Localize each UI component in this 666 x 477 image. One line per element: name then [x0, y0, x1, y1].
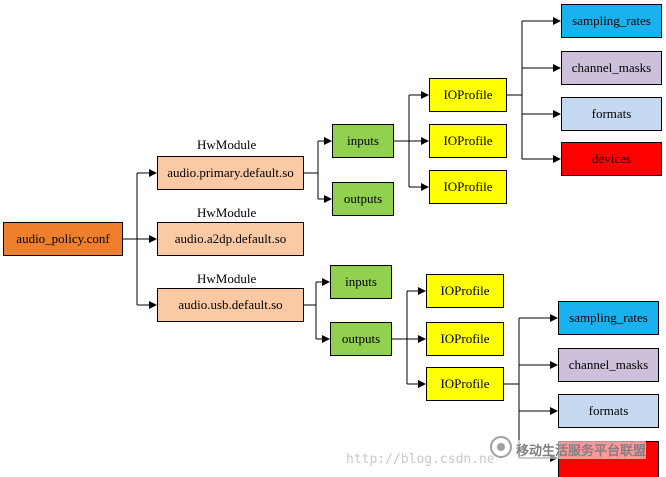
- module-caption-a2dp: HwModule: [197, 205, 257, 220]
- module-primary-box: audio.primary.default.so: [157, 156, 304, 190]
- primary-ioprofile-3-label: IOProfile: [443, 179, 493, 194]
- watermark-logo: [490, 436, 512, 458]
- module-usb-box: audio.usb.default.so: [157, 288, 304, 322]
- usb-ioprofile-2: IOProfile: [426, 322, 504, 356]
- primary-inputs-box: inputs: [332, 124, 394, 158]
- attr-bottom-channel-masks-label: channel_masks: [568, 357, 649, 372]
- usb-ioprofile-3-label: IOProfile: [440, 376, 490, 391]
- usb-ioprofile-3: IOProfile: [426, 367, 504, 401]
- primary-ioprofile-1-label: IOProfile: [443, 87, 493, 102]
- primary-ioprofile-2-label: IOProfile: [443, 133, 493, 148]
- attr-top-formats: formats: [561, 97, 662, 131]
- usb-ioprofile-1-label: IOProfile: [440, 283, 490, 298]
- attr-bottom-channel-masks: channel_masks: [558, 348, 659, 382]
- attr-bottom-sampling-rates-label: sampling_rates: [569, 310, 648, 325]
- module-usb-label: audio.usb.default.so: [178, 297, 283, 312]
- attr-top-devices-label: devices: [592, 151, 631, 166]
- module-a2dp-label: audio.a2dp.default.so: [174, 231, 287, 246]
- usb-outputs-label: outputs: [341, 331, 381, 346]
- primary-outputs-label: outputs: [343, 191, 383, 206]
- primary-ioprofile-3: IOProfile: [429, 170, 507, 204]
- attr-top-sampling-rates-label: sampling_rates: [572, 13, 651, 28]
- root-config-box: audio_policy.conf: [3, 222, 123, 256]
- attr-bottom-sampling-rates: sampling_rates: [558, 301, 659, 335]
- primary-ioprofile-2: IOProfile: [429, 124, 507, 158]
- attr-bottom-formats: formats: [558, 394, 659, 428]
- watermark-logo-text: 移动生活服务平台联盟: [516, 440, 647, 459]
- module-caption-usb: HwModule: [197, 271, 257, 286]
- module-a2dp-box: audio.a2dp.default.so: [157, 222, 304, 256]
- module-primary-label: audio.primary.default.so: [167, 165, 294, 180]
- usb-inputs-label: inputs: [345, 274, 377, 289]
- attr-top-formats-label: formats: [591, 106, 632, 121]
- usb-ioprofile-2-label: IOProfile: [440, 331, 490, 346]
- usb-outputs-box: outputs: [330, 322, 392, 356]
- usb-inputs-box: inputs: [330, 265, 392, 299]
- usb-ioprofile-1: IOProfile: [426, 274, 504, 308]
- primary-ioprofile-1: IOProfile: [429, 78, 507, 112]
- root-config-label: audio_policy.conf: [16, 231, 110, 246]
- attr-bottom-formats-label: formats: [588, 403, 629, 418]
- primary-inputs-label: inputs: [347, 133, 379, 148]
- watermark-url: http://blog.csdn.ne: [346, 452, 495, 467]
- attr-top-devices: devices: [561, 142, 662, 176]
- attr-top-channel-masks: channel_masks: [561, 51, 662, 85]
- primary-outputs-box: outputs: [332, 182, 394, 216]
- attr-top-channel-masks-label: channel_masks: [571, 60, 652, 75]
- module-caption-primary: HwModule: [197, 137, 257, 152]
- watermark-logo-icon: [497, 443, 505, 451]
- attr-top-sampling-rates: sampling_rates: [561, 4, 662, 38]
